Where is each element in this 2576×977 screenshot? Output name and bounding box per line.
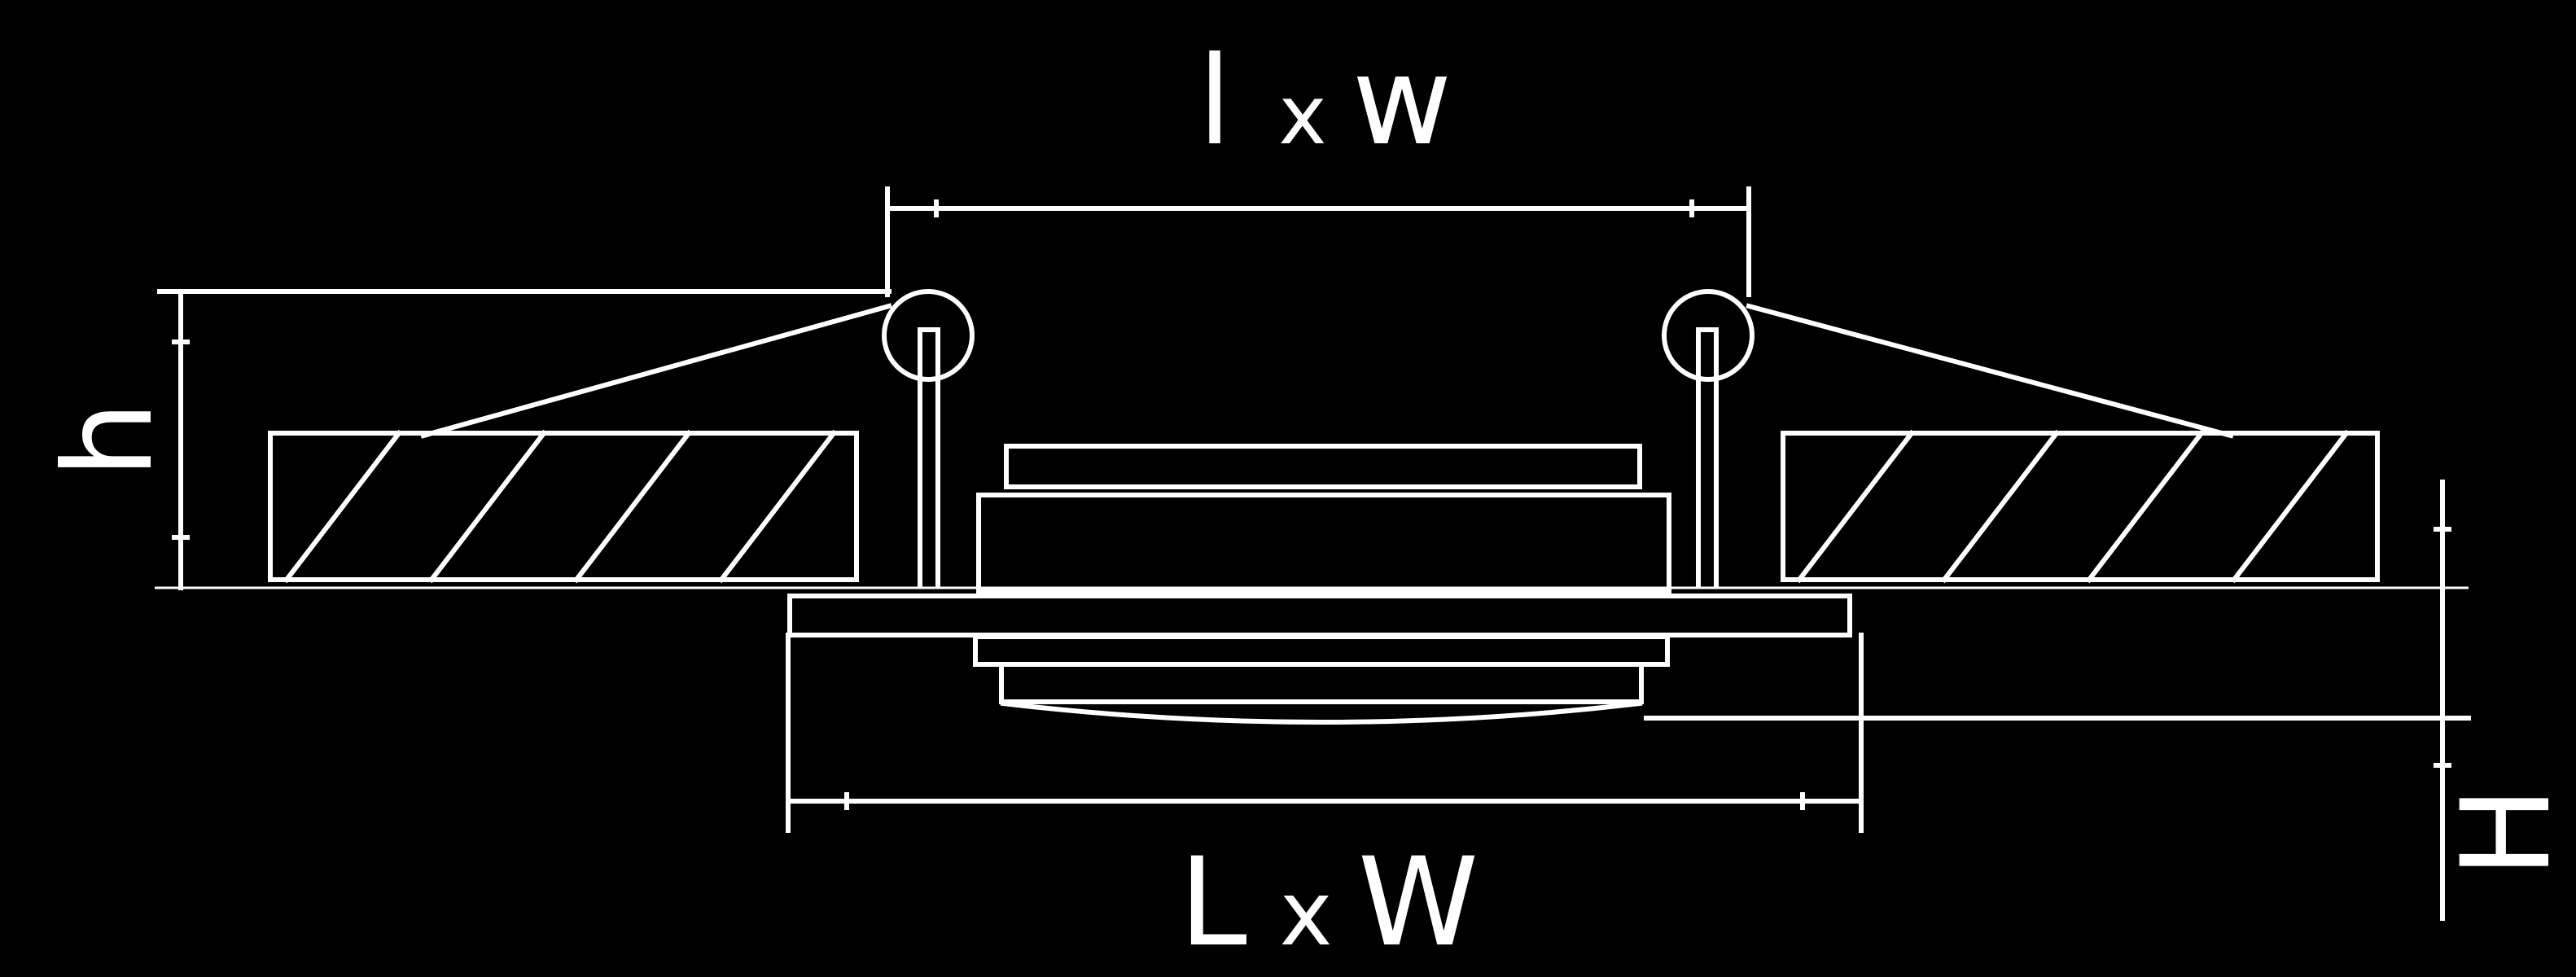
hatch-right xyxy=(1795,429,2350,584)
dimension-H xyxy=(1644,480,2471,921)
dimension-top xyxy=(885,186,1751,297)
label-H: H xyxy=(2436,786,2576,878)
label-top-second: w xyxy=(1352,31,1452,173)
spring-clip-right xyxy=(1662,289,2234,589)
label-bottom-sep: x xyxy=(1279,861,1332,966)
label-bottom-main: L xyxy=(1179,832,1247,974)
ceiling-board-right xyxy=(1781,429,2380,584)
dimension-bottom xyxy=(786,633,1864,833)
label-h: h xyxy=(38,401,180,478)
label-bottom-second: W xyxy=(1358,832,1479,974)
label-top-main: l xyxy=(1198,31,1232,173)
hatch-left xyxy=(283,429,838,584)
fixture-body xyxy=(787,444,1852,725)
spring-clip-left xyxy=(420,289,975,589)
ceiling-board-left xyxy=(268,429,859,584)
label-top-sep: x xyxy=(1278,68,1326,163)
dimension-h xyxy=(157,289,892,590)
